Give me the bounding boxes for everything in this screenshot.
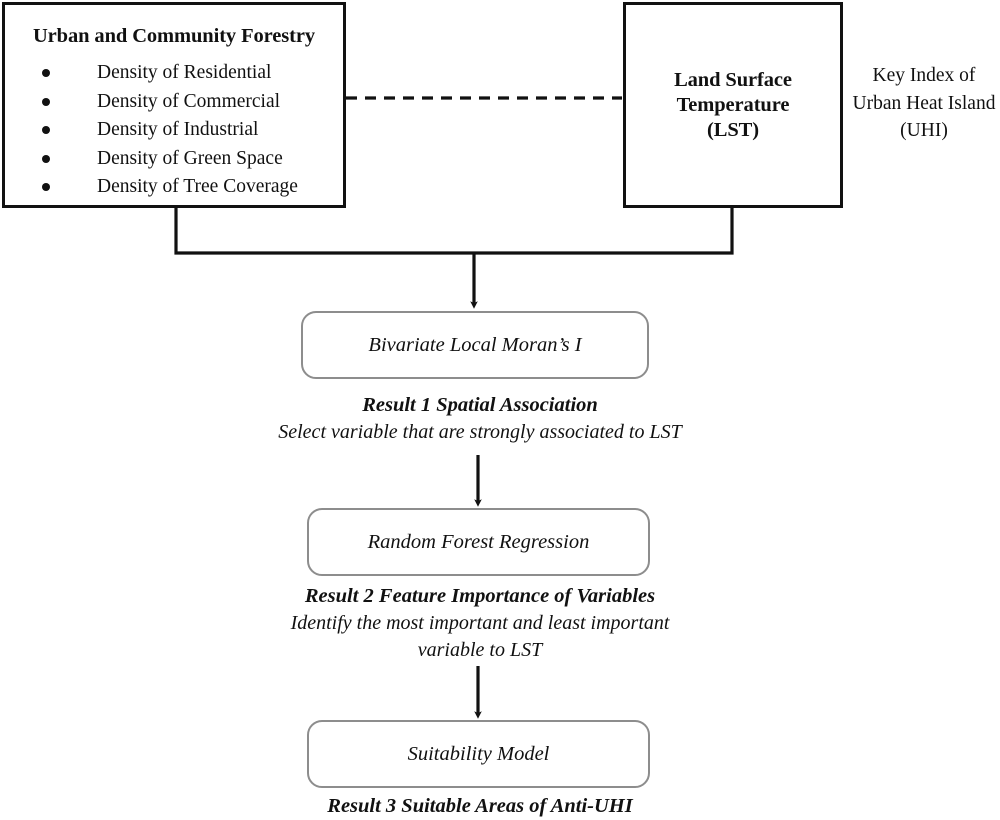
merge-bracket-path [174, 208, 734, 255]
process-box-suitability-model: Suitability Model [307, 720, 650, 788]
bullet-icon [42, 97, 50, 106]
key-index-line-1: Key Index of [872, 65, 976, 86]
bullet-icon [42, 183, 50, 192]
list-item-label: Density of Green Space [97, 147, 283, 169]
list-item-label: Density of Tree Coverage [97, 176, 298, 197]
result-description-line-1: Identify the most important and least im… [290, 612, 670, 634]
list-item-label: Density of Residential [97, 62, 272, 83]
list-item: Density of Commercial [5, 88, 298, 117]
list-item-label: Density of Industrial [97, 119, 259, 140]
result-caption-2: Result 2 Feature Importance of Variables… [150, 583, 810, 664]
process-box-label: Suitability Model [407, 742, 550, 765]
list-item-label: Density of Commercial [97, 90, 281, 112]
bullet-icon [42, 154, 50, 163]
result-title: Result 1 Spatial Association [362, 394, 598, 416]
result-caption-3: Result 3 Suitable Areas of Anti-UHI [150, 793, 810, 820]
input-box-urban-community-forestry: Urban and Community Forestry Density of … [2, 2, 346, 208]
list-item: Density of Industrial [5, 116, 298, 145]
result-description: Identify the most important and least im… [150, 610, 810, 664]
lst-title-line-3: (LST) [707, 118, 759, 141]
list-item: Density of Green Space [5, 145, 298, 174]
process-box-label: Random Forest Regression [367, 530, 590, 553]
key-index-annotation: Key Index of Urban Heat Island (UHI) [848, 62, 1000, 145]
result-description-line-2: variable to LST [417, 639, 543, 661]
result-description-line-1: Select variable that are strongly associ… [278, 421, 682, 443]
result-title: Result 3 Suitable Areas of Anti-UHI [327, 795, 633, 817]
bullet-icon [42, 69, 50, 78]
forestry-variable-list: Density of Residential Density of Commer… [5, 59, 298, 202]
process-box-random-forest-regression: Random Forest Regression [307, 508, 650, 576]
list-item: Density of Residential [5, 59, 298, 88]
bullet-icon [42, 126, 50, 135]
lst-title-line-1: Land Surface [674, 68, 792, 91]
process-box-label: Bivariate Local Moran’s I [368, 333, 582, 356]
key-index-line-3: (UHI) [900, 120, 948, 141]
input-box-land-surface-temperature: Land Surface Temperature (LST) [623, 2, 843, 208]
list-item: Density of Tree Coverage [5, 173, 298, 202]
lst-title-line-2: Temperature [676, 93, 790, 116]
result-description: Select variable that are strongly associ… [150, 419, 810, 446]
process-box-bivariate-local-morans-i: Bivariate Local Moran’s I [301, 311, 649, 379]
key-index-line-2: Urban Heat Island [852, 92, 996, 114]
lst-box-title: Land Surface Temperature (LST) [674, 68, 792, 143]
result-title: Result 2 Feature Importance of Variables [304, 585, 656, 607]
forestry-box-title: Urban and Community Forestry [32, 25, 316, 47]
result-caption-1: Result 1 Spatial Association Select vari… [150, 392, 810, 446]
